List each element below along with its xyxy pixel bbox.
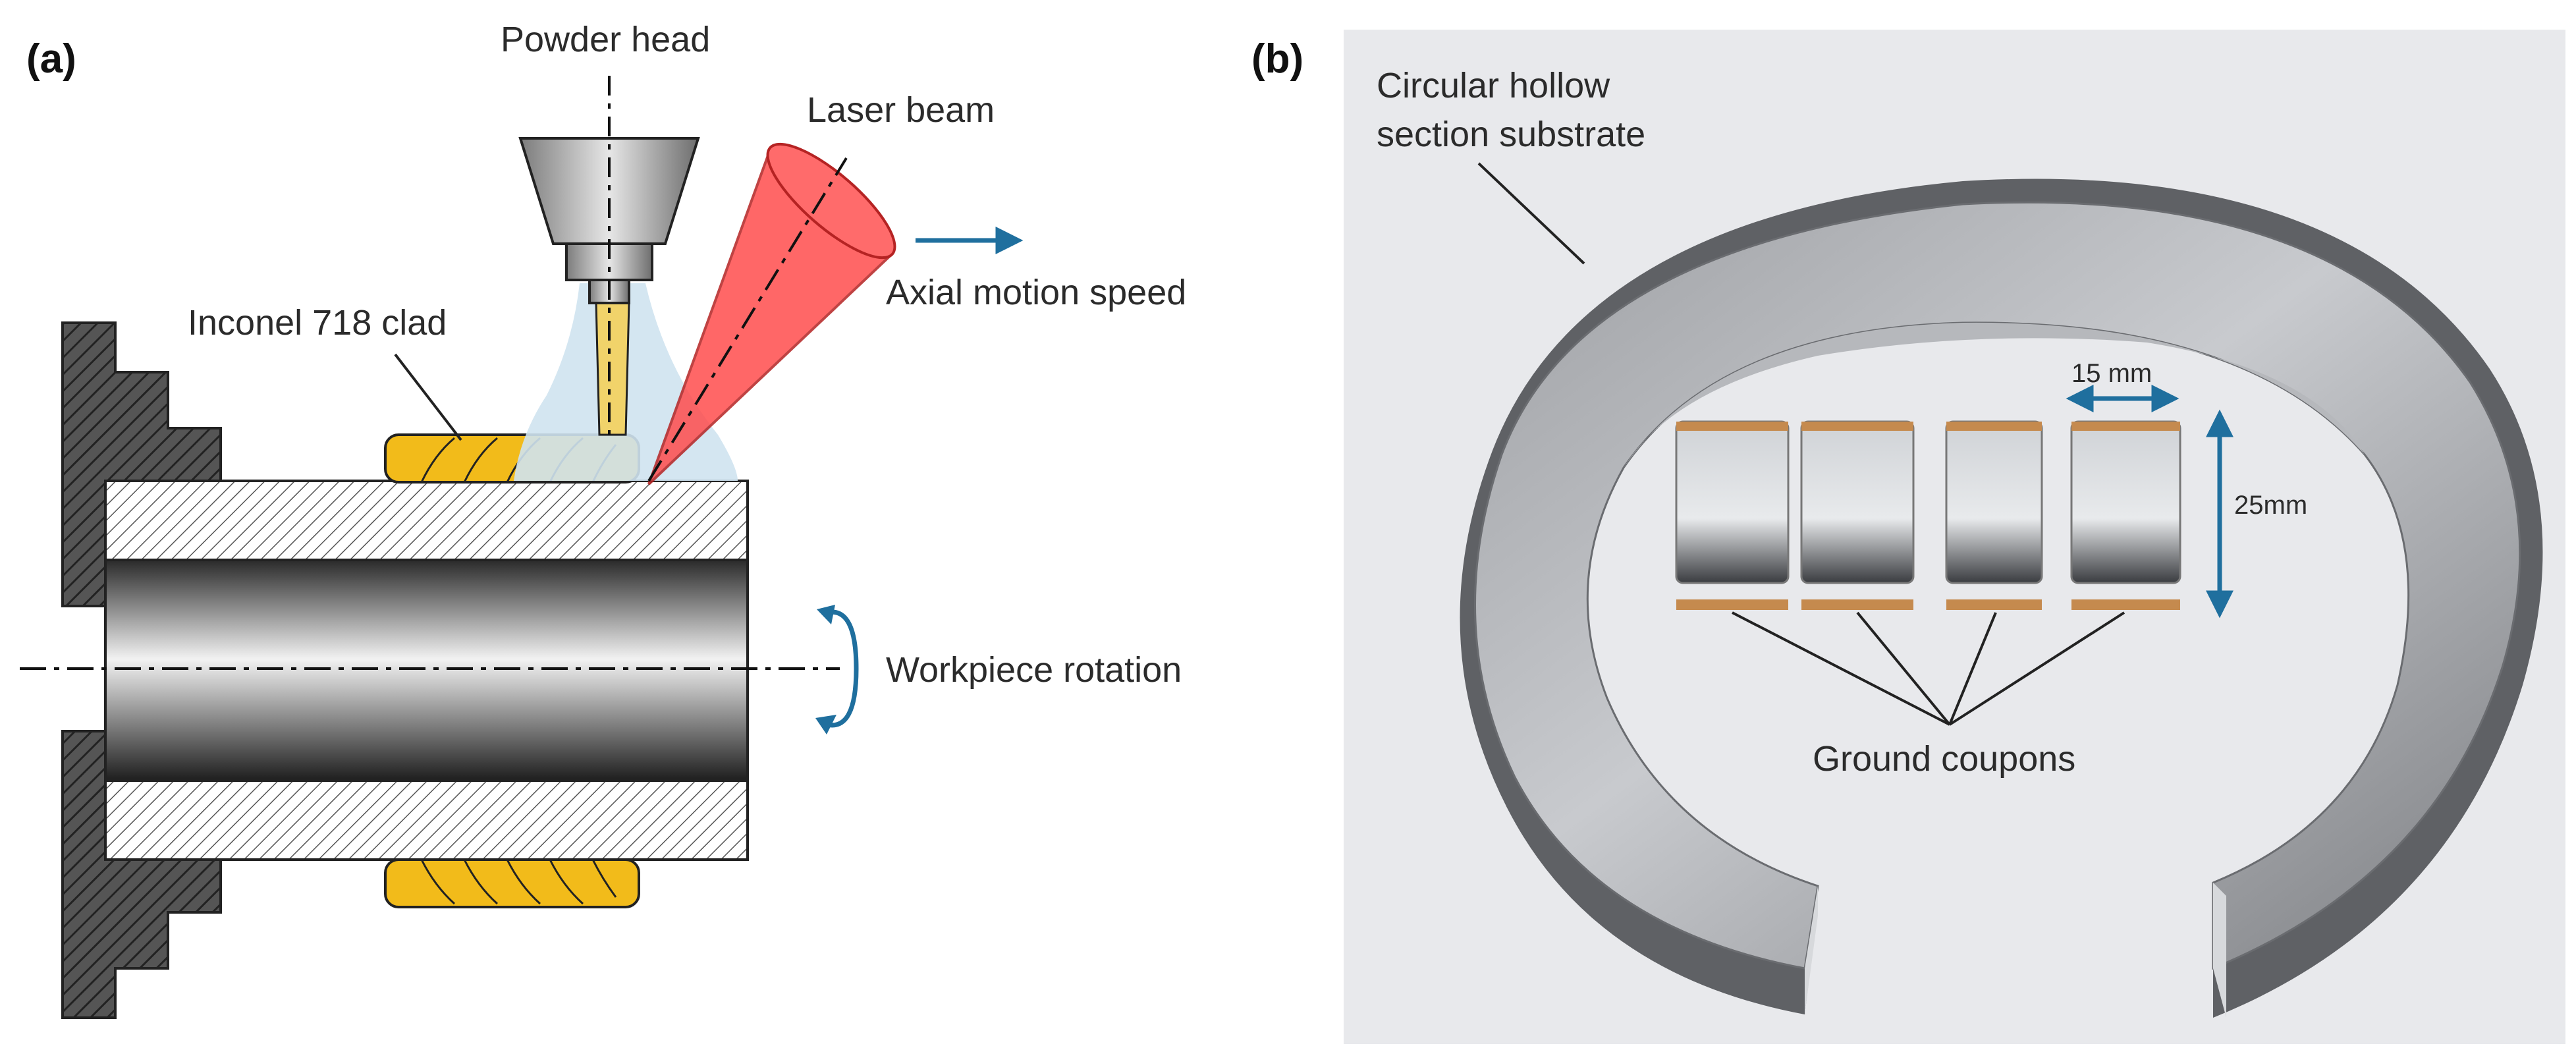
- workpiece-tube: [104, 480, 749, 861]
- powder-head: [518, 76, 700, 435]
- powder-head-label: Powder head: [501, 20, 710, 59]
- laser-beam: [647, 142, 896, 485]
- coupon: [1945, 420, 2043, 610]
- coupon: [1800, 420, 1915, 610]
- coupons-label: Ground coupons: [1813, 739, 2075, 779]
- height-label: 25mm: [2234, 491, 2307, 520]
- panel-a: (a): [20, 20, 1186, 1019]
- coupons: [1675, 420, 2181, 610]
- coupon: [2070, 420, 2181, 610]
- chuck-jaws: [61, 321, 222, 1019]
- coupon: [1675, 420, 1790, 610]
- panel-b: (b): [1251, 30, 2565, 1044]
- substrate-label-line1: Circular hollow: [1377, 66, 1610, 105]
- substrate-leader-line: [1477, 162, 1585, 265]
- width-label: 15 mm: [2071, 359, 2152, 388]
- coupon-leader-lines: [1732, 611, 2125, 726]
- clad-leader-line: [394, 353, 462, 441]
- rotation-arrow-icon: [815, 605, 859, 734]
- panel-a-label: (a): [26, 36, 76, 82]
- laser-beam-label: Laser beam: [807, 90, 995, 130]
- panel-b-label: (b): [1251, 36, 1303, 82]
- powder-stream: [595, 302, 630, 436]
- rotation-label: Workpiece rotation: [886, 650, 1182, 690]
- ring-substrate: [1460, 179, 2543, 1018]
- substrate-label-line2: section substrate: [1377, 115, 1645, 154]
- axial-motion-label: Axial motion speed: [886, 273, 1186, 312]
- clad-label: Inconel 718 clad: [188, 303, 447, 343]
